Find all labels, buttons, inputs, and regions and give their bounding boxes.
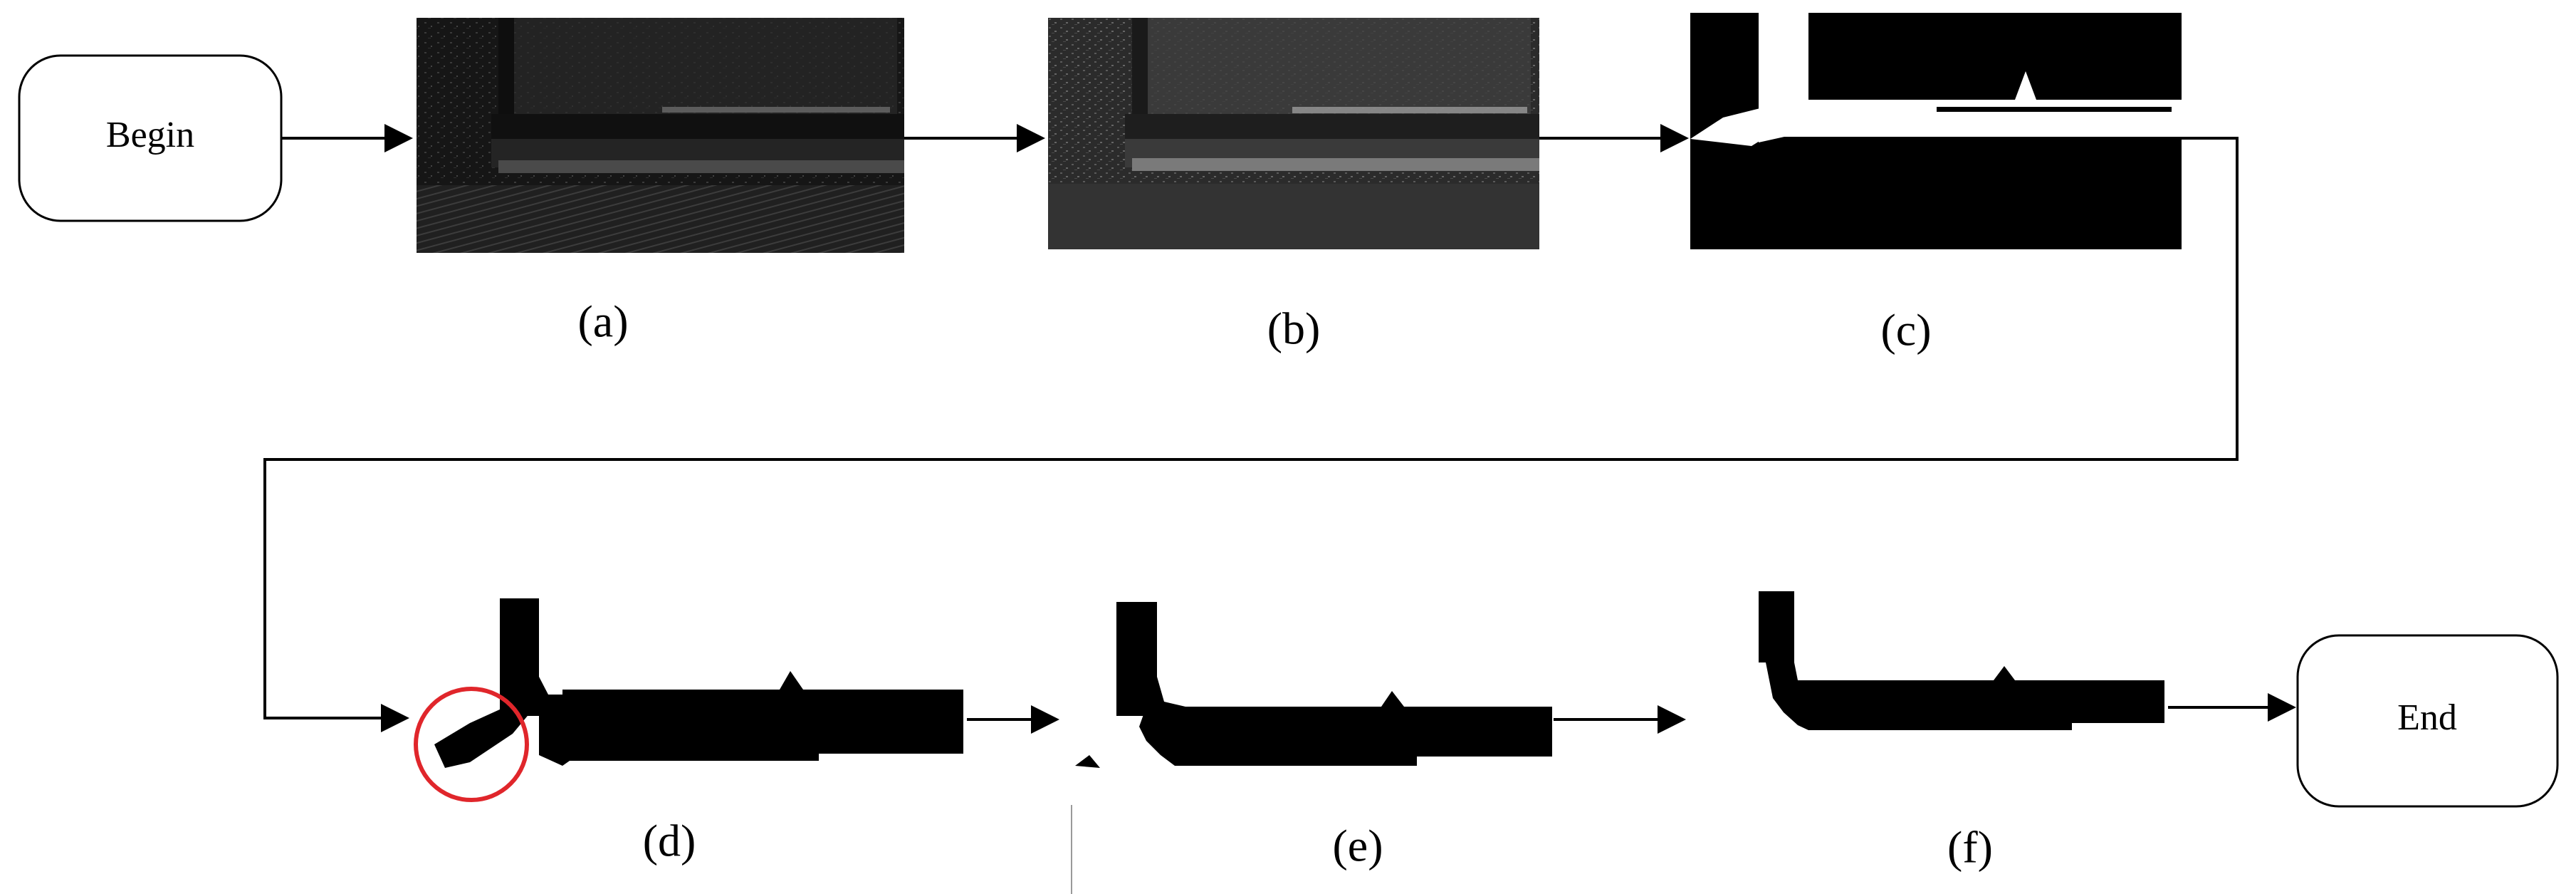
panel-c-image — [1690, 13, 2182, 249]
arrowhead-b — [1017, 124, 1045, 152]
panel-label-b: (b) — [1267, 303, 1321, 354]
noise-highlight-circle — [414, 687, 529, 802]
panel-label-e: (e) — [1332, 821, 1383, 871]
panel-label-f: (f) — [1947, 822, 1993, 873]
begin-node: Begin — [18, 54, 283, 222]
end-label: End — [2397, 697, 2457, 738]
panel-label-d: (d) — [643, 816, 696, 866]
panel-a-image — [417, 18, 904, 253]
begin-label: Begin — [106, 115, 194, 155]
panel-e-image — [1075, 602, 1552, 768]
arrowhead-a — [384, 124, 413, 152]
arrowhead-d — [381, 704, 409, 732]
arrowhead-c — [1660, 124, 1689, 152]
panel-label-c: (c) — [1880, 305, 1931, 355]
arrowhead-end — [2268, 693, 2296, 722]
arrow-c-to-d — [263, 137, 2239, 719]
panel-b-image — [1048, 18, 1539, 249]
panel-label-a: (a) — [577, 296, 628, 347]
arrowhead-f — [1658, 705, 1686, 734]
end-node: End — [2296, 634, 2559, 808]
panel-f-image — [1759, 591, 2164, 730]
arrowhead-e — [1031, 705, 1059, 734]
panel-d-image — [414, 598, 963, 802]
